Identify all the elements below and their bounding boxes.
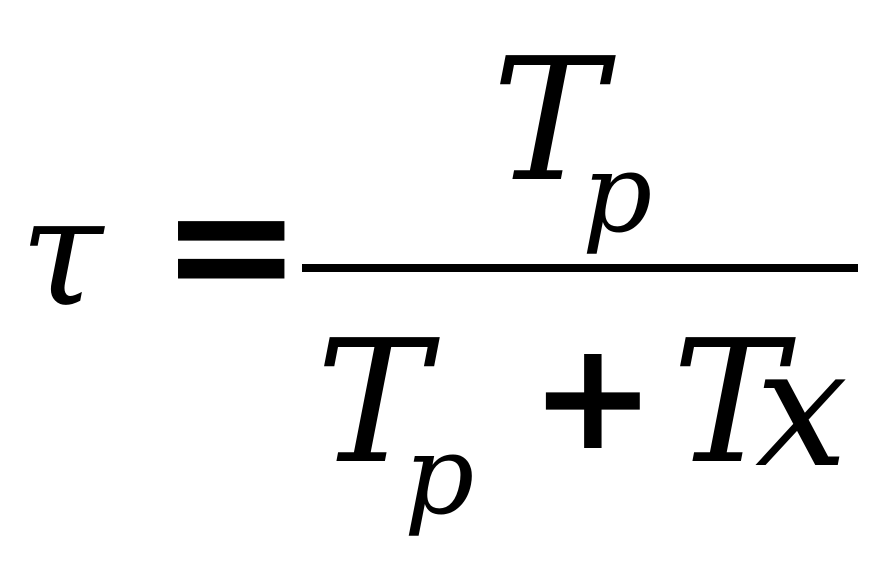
numerator-subscript: p bbox=[582, 129, 653, 257]
lhs-symbol-tau: τ bbox=[20, 166, 103, 340]
denominator-term1-subscript: p bbox=[404, 411, 475, 539]
plus-sign: + bbox=[530, 310, 656, 484]
denominator-term2-base: T bbox=[672, 304, 786, 502]
denominator-term2-variable: x bbox=[755, 312, 849, 504]
numerator-base: T bbox=[492, 22, 606, 220]
denominator-term1-base: T bbox=[316, 304, 430, 502]
fraction-bar bbox=[302, 264, 858, 272]
equals-sign: = bbox=[160, 146, 303, 344]
